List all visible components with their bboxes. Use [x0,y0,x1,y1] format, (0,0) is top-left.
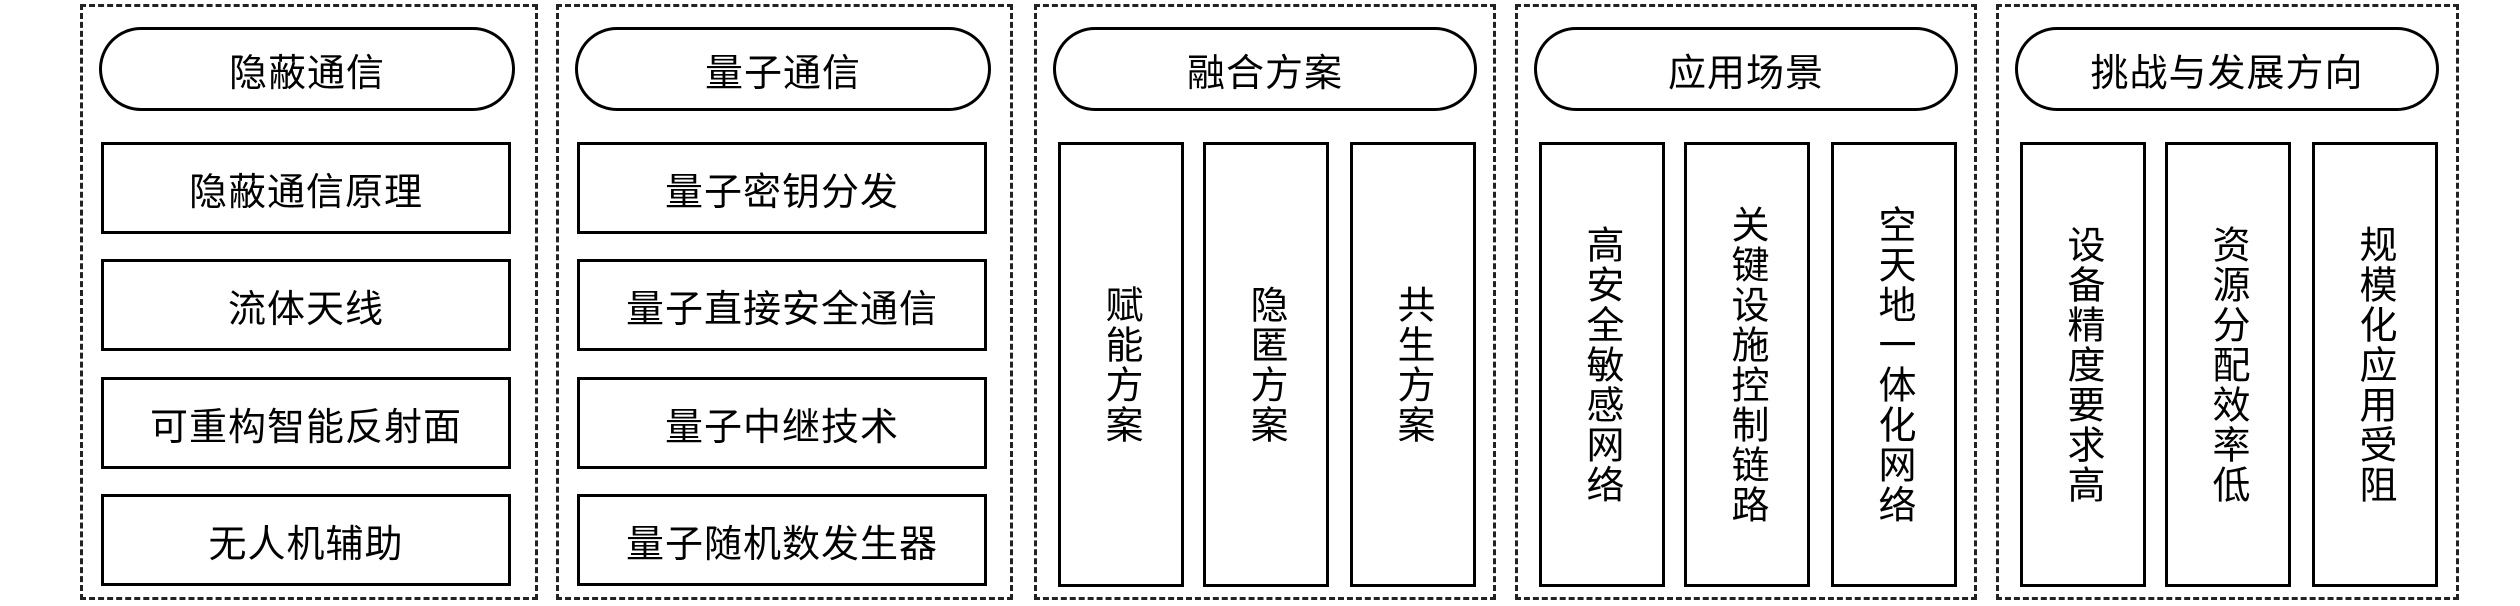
topic-box-vertical: 设备精度要求高 [2020,142,2146,587]
topic-box: 无人机辅助 [101,494,511,586]
panel-header: 隐蔽通信 [99,27,515,111]
topic-box-vertical: 高安全敏感网络 [1539,142,1665,587]
topic-label: 隐匿方案 [1244,284,1288,445]
panel-header: 融合方案 [1053,27,1477,111]
topic-box: 量子直接安全通信 [577,259,987,351]
topic-box-vertical: 资源分配效率低 [2165,142,2291,587]
topic-label: 赋能方案 [1099,284,1143,445]
panel-covert-communication: 隐蔽通信 隐蔽通信原理 流体天线 可重构智能反射面 无人机辅助 [80,4,538,600]
topic-box: 隐蔽通信原理 [101,142,511,234]
panel-header: 挑战与发展方向 [2015,27,2439,111]
panel-header: 量子通信 [575,27,991,111]
topic-label: 资源分配效率低 [2206,224,2250,505]
panel-challenges-directions: 挑战与发展方向 设备精度要求高 资源分配效率低 规模化应用受阻 [1996,4,2459,600]
topic-label: 空天地一体化网络 [1872,204,1916,525]
topic-box-vertical: 赋能方案 [1058,142,1184,587]
topic-box: 流体天线 [101,259,511,351]
topic-box: 量子随机数发生器 [577,494,987,586]
topic-label: 共生方案 [1391,284,1435,445]
topic-box-vertical: 隐匿方案 [1203,142,1329,587]
topic-box-vertical: 规模化应用受阻 [2312,142,2438,587]
topic-box: 可重构智能反射面 [101,377,511,469]
panel-quantum-communication: 量子通信 量子密钥分发 量子直接安全通信 量子中继技术 量子随机数发生器 [556,4,1013,600]
panel-application-scenarios: 应用场景 高安全敏感网络 关键设施控制链路 空天地一体化网络 [1515,4,1977,600]
panel-header: 应用场景 [1534,27,1958,111]
topic-label: 设备精度要求高 [2061,224,2105,505]
topic-box: 量子密钥分发 [577,142,987,234]
panel-fusion-schemes: 融合方案 赋能方案 隐匿方案 共生方案 [1034,4,1496,600]
topic-box-vertical: 共生方案 [1350,142,1476,587]
topic-label: 高安全敏感网络 [1580,224,1624,505]
topic-box: 量子中继技术 [577,377,987,469]
topic-box-vertical: 空天地一体化网络 [1831,142,1957,587]
topic-label: 规模化应用受阻 [2353,224,2397,505]
topic-box-vertical: 关键设施控制链路 [1684,142,1810,587]
topic-label: 关键设施控制链路 [1725,204,1769,525]
